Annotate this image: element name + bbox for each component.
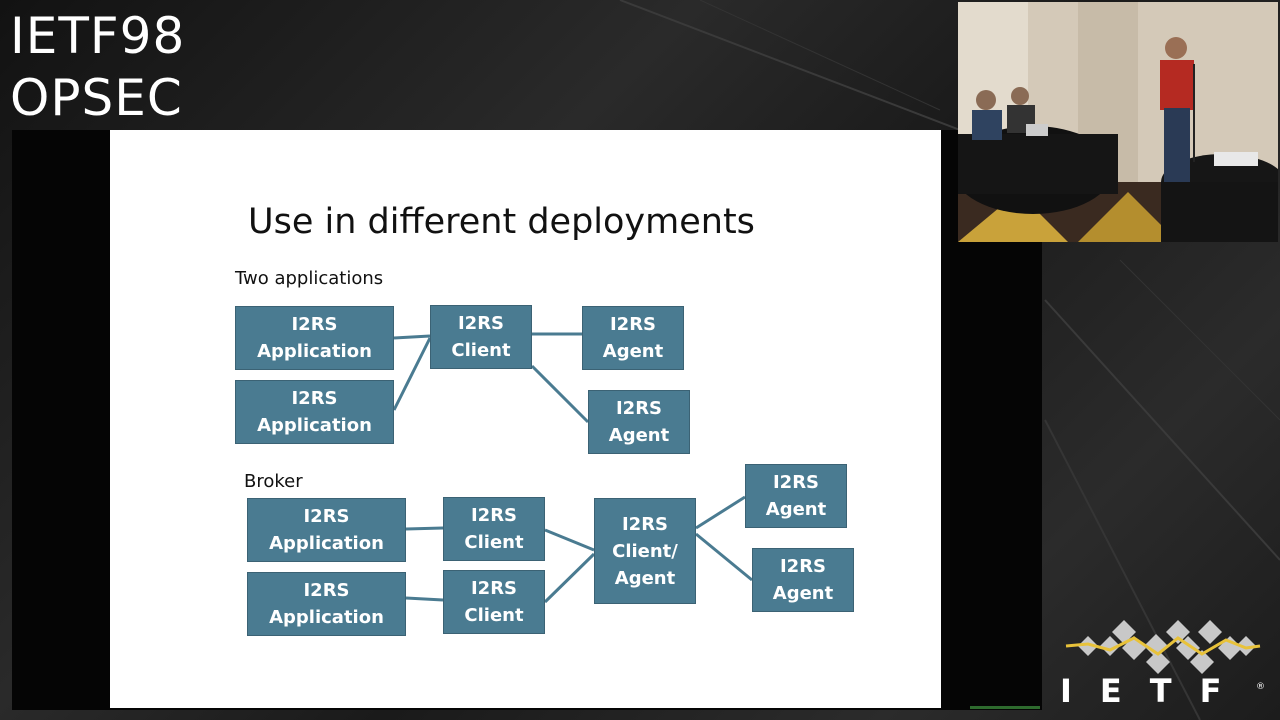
ietf-wordmark: IETF: [1060, 672, 1270, 710]
connector-app1-client1: [394, 336, 430, 338]
connector-bclient1-bca: [545, 530, 594, 550]
slide: Use in different deployments Two applica…: [110, 130, 941, 708]
connector-client1-agent2: [532, 366, 588, 422]
connector-app2-client1: [394, 338, 430, 410]
session-title-line1: IETF98: [10, 6, 185, 66]
connector-bclient2-bca: [545, 554, 594, 602]
connector-bapp1-bclient1: [406, 528, 443, 529]
status-strip: [970, 706, 1040, 709]
camera-feed-inset: [958, 2, 1278, 242]
connector-bca-bagent2: [696, 534, 752, 580]
connector-bca-bagent1: [696, 497, 745, 528]
connector-bapp2-bclient2: [406, 598, 443, 600]
camera-feed-icon: [958, 2, 1278, 242]
ietf-trademark: ®: [1256, 682, 1265, 692]
session-title-line2: OPSEC: [10, 68, 183, 128]
